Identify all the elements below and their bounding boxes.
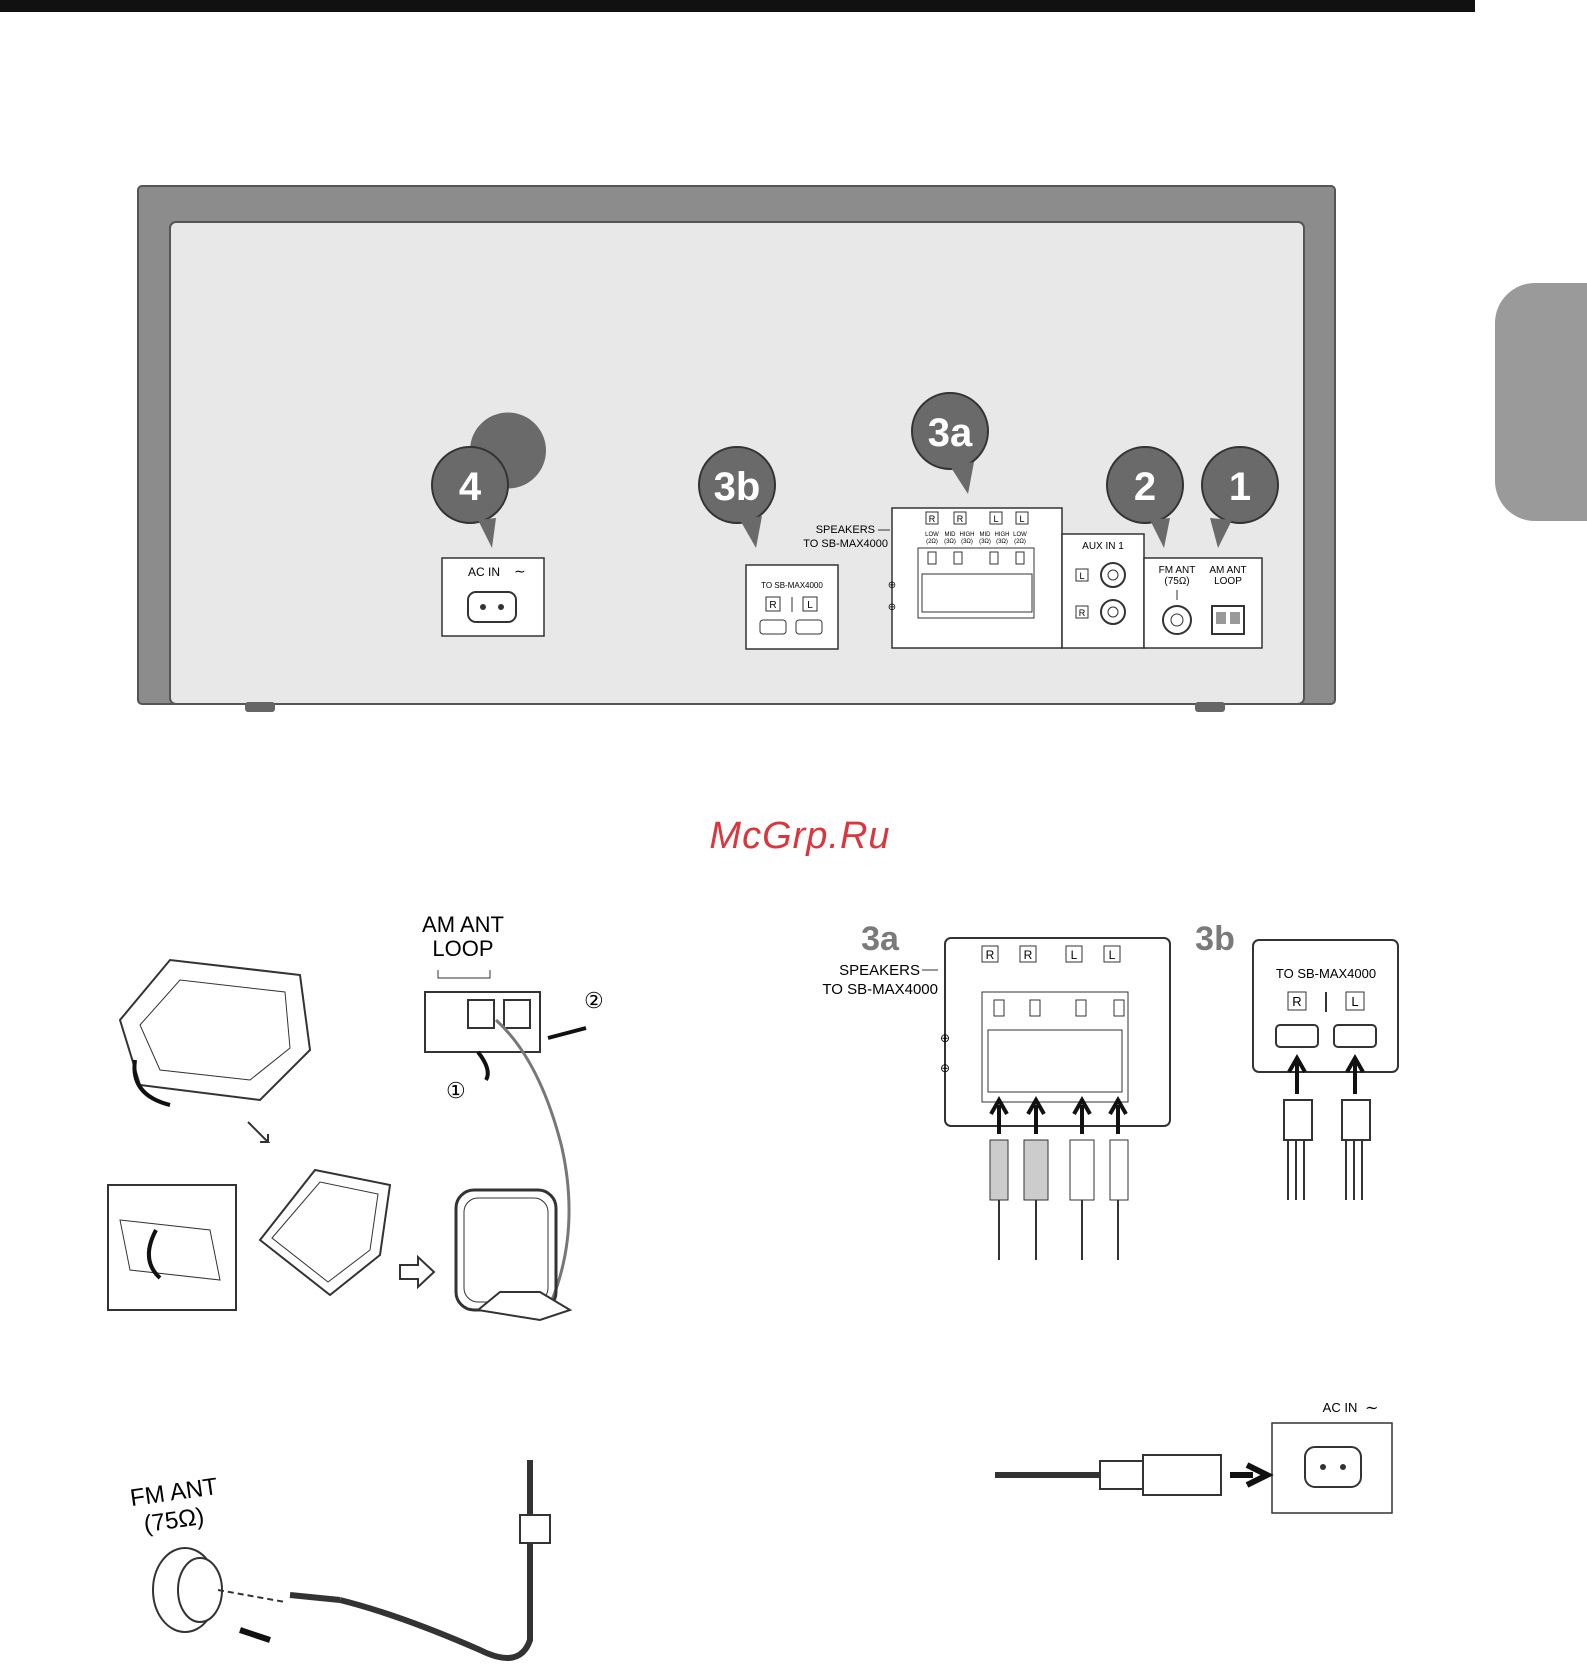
detail-3a-label: 3a <box>861 920 900 958</box>
svg-text:R: R <box>1024 948 1033 962</box>
detail-ac-in-label: AC IN <box>1323 1400 1358 1415</box>
to-sb-label: TO SB-MAX4000 <box>761 581 823 590</box>
svg-text:MID: MID <box>945 532 957 538</box>
callout-4-label: 4 <box>459 465 482 509</box>
svg-text:L: L <box>1079 571 1084 581</box>
speaker-connection-diagram: 3a 3b SPEAKERS TO SB-MAX4000 R R L L ⊕ ⊖… <box>790 900 1410 1270</box>
am-detail-label-2: LOOP <box>432 936 493 961</box>
subwoofer-terminal: TO SB-MAX4000 R L <box>746 565 838 649</box>
sb-l-label: L <box>807 600 813 611</box>
svg-text:L: L <box>1109 948 1116 962</box>
svg-text:(3Ω): (3Ω) <box>944 539 956 545</box>
callout-3b-label: 3b <box>714 465 761 509</box>
svg-text:R: R <box>986 948 995 962</box>
svg-text:(3Ω): (3Ω) <box>996 539 1008 545</box>
speakers-label-1: SPEAKERS <box>816 524 875 536</box>
detail-speakers-1: SPEAKERS <box>839 962 920 979</box>
svg-text:R: R <box>1079 608 1086 618</box>
step-1-marker: ① <box>446 1078 466 1103</box>
svg-text:LOW: LOW <box>1013 532 1027 538</box>
antenna-terminals: FM ANT (75Ω) AM ANT LOOP <box>1144 558 1262 648</box>
svg-text:⊕: ⊕ <box>888 580 896 591</box>
svg-text:L: L <box>993 514 998 524</box>
fm-antenna-diagram: FM ANT (75Ω) <box>100 1440 620 1679</box>
speaker-terminals: R R L L LOW MID HIGH MID HIGH LOW (2Ω) (… <box>888 508 1062 648</box>
svg-text:R: R <box>957 514 964 524</box>
ac-in-label: AC IN <box>468 565 500 579</box>
foot-left <box>245 702 275 712</box>
svg-text:L: L <box>1071 948 1078 962</box>
svg-text:MID: MID <box>980 532 992 538</box>
svg-text:LOOP: LOOP <box>1214 576 1242 587</box>
svg-text:HIGH: HIGH <box>960 532 975 538</box>
ac-cord-diagram: AC IN ∼ <box>985 1395 1415 1525</box>
ac-in-socket: AC IN ∼ <box>442 558 544 636</box>
svg-text:(3Ω): (3Ω) <box>961 539 973 545</box>
svg-text:(75Ω): (75Ω) <box>1164 576 1189 587</box>
svg-text:(3Ω): (3Ω) <box>979 539 991 545</box>
callout-1-label: 1 <box>1229 465 1251 509</box>
svg-text:(2Ω): (2Ω) <box>1014 539 1026 545</box>
am-detail-label-1: AM ANT <box>422 912 504 937</box>
aux-in-label: AUX IN 1 <box>1082 541 1124 552</box>
fm-ant-label: FM ANT <box>1159 565 1196 576</box>
foot-right <box>1195 702 1225 712</box>
svg-text:L: L <box>1351 994 1358 1009</box>
svg-text:⊕: ⊕ <box>940 1031 950 1045</box>
svg-text:R: R <box>929 514 936 524</box>
callout-2-label: 2 <box>1134 465 1156 509</box>
detail-to-sb-label: TO SB-MAX4000 <box>1276 966 1376 981</box>
watermark: McGrp.Ru <box>620 815 980 858</box>
sb-r-label: R <box>769 600 776 611</box>
svg-text:HIGH: HIGH <box>995 532 1010 538</box>
detail-speakers-2: TO SB-MAX4000 <box>822 981 938 998</box>
am-ant-label: AM ANT <box>1209 565 1246 576</box>
svg-text:⊖: ⊖ <box>940 1061 950 1075</box>
svg-text:R: R <box>1292 994 1301 1009</box>
ac-wave-icon: ∼ <box>514 563 526 579</box>
svg-text:(2Ω): (2Ω) <box>926 539 938 545</box>
svg-text:⊖: ⊖ <box>888 602 896 613</box>
am-loop-assembly-diagram: AM ANT LOOP ② ① <box>100 900 660 1330</box>
callout-3a-label: 3a <box>928 411 973 455</box>
svg-text:∼: ∼ <box>1365 1400 1378 1417</box>
svg-text:L: L <box>1019 514 1024 524</box>
speakers-label-2: TO SB-MAX4000 <box>803 538 888 550</box>
svg-text:LOW: LOW <box>925 532 939 538</box>
detail-3b-label: 3b <box>1195 920 1235 958</box>
step-2-marker: ② <box>584 988 604 1013</box>
rear-panel-diagram: 4 3b 3a 2 1 AC IN ∼ TO SB-MAX4000 R L <box>0 0 1587 760</box>
aux-in-terminal: AUX IN 1 L R <box>1062 534 1144 648</box>
